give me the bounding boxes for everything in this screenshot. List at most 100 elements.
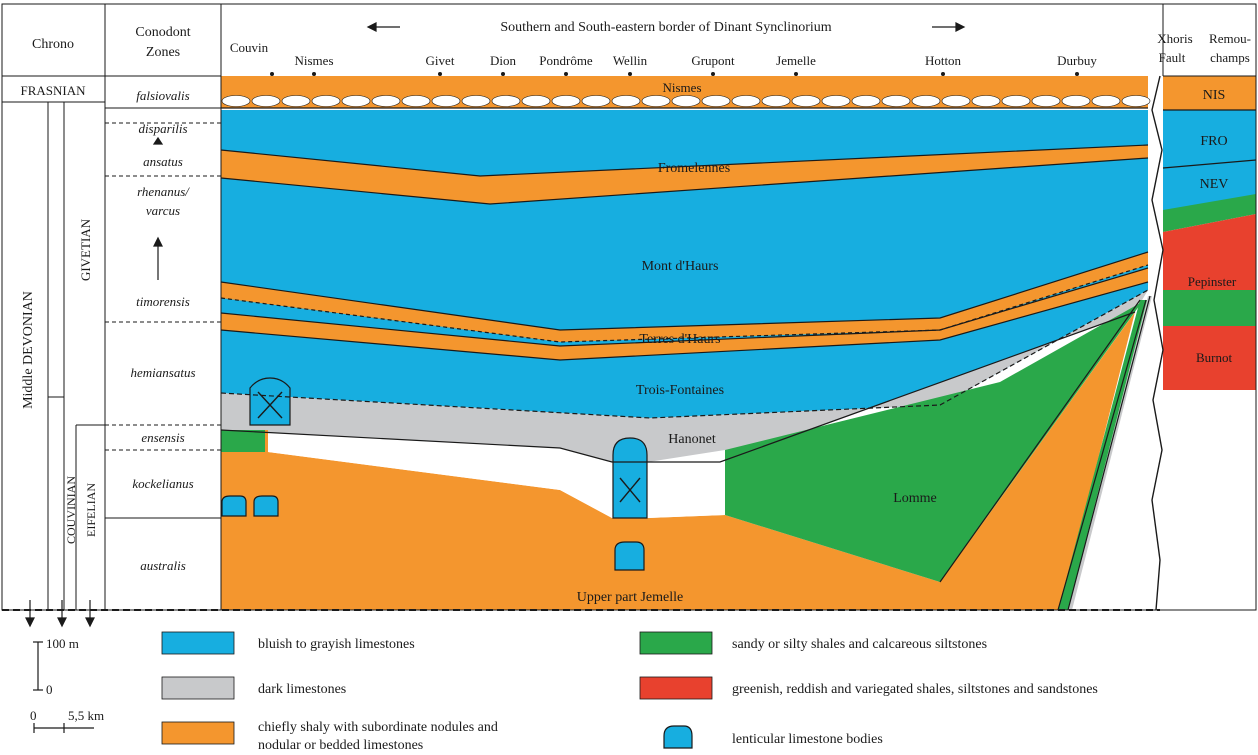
lens-small-3 [614, 541, 645, 571]
nodule [461, 95, 491, 107]
nodule [851, 95, 881, 107]
locality-dot [501, 72, 505, 76]
header-fault: Fault [1159, 50, 1186, 65]
lomme-green-body [725, 302, 1142, 582]
boundary-lines [220, 107, 1151, 611]
locality-label-jemelle: Jemelle [776, 53, 816, 68]
chrono-text: FRASNIAN GIVETIAN Middle DEVONIAN COUVIN… [20, 83, 98, 544]
locality-label-durbuy: Durbuy [1057, 53, 1097, 68]
xhoris-fault-line [1151, 75, 1164, 611]
remou-pepinster-label: Pepinster [1188, 274, 1237, 289]
zone-separators [105, 107, 221, 519]
nodule [341, 95, 371, 107]
nodule [1091, 95, 1121, 107]
nodule [971, 95, 1001, 107]
locality-dot [312, 72, 316, 76]
formation-text: Nismes Fromelennes Mont d'Haurs Terres d… [577, 80, 937, 605]
remou-fro-label: FRO [1200, 134, 1227, 149]
nodule [581, 95, 611, 107]
legend-red-text: greenish, reddish and variegated shales,… [732, 682, 1098, 697]
locality-dot [711, 72, 715, 76]
locality-label-givet: Givet [426, 53, 455, 68]
lens-wellin-x [612, 437, 648, 519]
remou-nev-label: NEV [1200, 177, 1229, 192]
zone-australis: australis [140, 558, 186, 573]
header-border-title: Southern and South-eastern border of Din… [500, 20, 831, 35]
formation-mont-dhaurs: Mont d'Haurs [642, 259, 719, 274]
terres-dhaurs-orange-upper [221, 252, 1148, 342]
zone-falsiovalis: falsiovalis [136, 88, 189, 103]
fromelennes-orange-bed [221, 145, 1148, 204]
nodule [1031, 95, 1061, 107]
locality-dot [270, 72, 274, 76]
line-fromelennes-top [220, 144, 1149, 177]
left-arrow-head [366, 22, 377, 32]
zone-timorensis: timorensis [136, 294, 190, 309]
line-fault-strip [1067, 295, 1151, 611]
nodule [911, 95, 941, 107]
nodule [551, 95, 581, 107]
vscale-label: 100 m [46, 636, 79, 651]
locality-dot [794, 72, 798, 76]
bottom-arrows [25, 600, 95, 628]
locality-label-hotton: Hotton [925, 53, 962, 68]
nodule [791, 95, 821, 107]
nodule [641, 95, 671, 107]
formation-hanonet: Hanonet [668, 432, 716, 447]
zone-kockelianus: kockelianus [132, 476, 193, 491]
legend-swatch-blue [161, 631, 235, 655]
legend-swatch-red [639, 676, 713, 700]
line-terres-4 [220, 281, 1149, 361]
header-champs: champs [1210, 50, 1250, 65]
locality-label-wellin: Wellin [613, 53, 648, 68]
terres-dhaurs-orange-lower [221, 268, 1148, 360]
nodule [611, 95, 641, 107]
remou-line-2 [1162, 159, 1257, 169]
zone-text: falsiovalis disparilis ansatus rhenanus/… [131, 88, 196, 573]
zone-disparilis: disparilis [138, 121, 187, 136]
nodule [761, 95, 791, 107]
legend-orange-text-1: chiefly shaly with subordinate nodules a… [258, 720, 498, 735]
legend-blue-text: bluish to grayish limestones [258, 637, 415, 652]
nodule [701, 95, 731, 107]
arrow-2-head [57, 617, 67, 628]
formation-upper-jemelle: Upper part Jemelle [577, 590, 684, 605]
zone-ensensis: ensensis [141, 430, 184, 445]
nodule [371, 95, 401, 107]
nodule [311, 95, 341, 107]
formation-fromelennes: Fromelennes [658, 161, 730, 176]
nodule [431, 95, 461, 107]
legend-lens-icon [663, 725, 693, 749]
legend-swatch-gray [161, 676, 235, 700]
nodule [731, 95, 761, 107]
remouchamps-text: NIS FRO NEV Pepinster Burnot [1188, 88, 1237, 365]
legend-orange-text-2: nodular or bedded limestones [258, 738, 423, 753]
header-conodont: Conodont [135, 25, 190, 40]
nodule [1061, 95, 1091, 107]
chrono-eifelian: EIFELIAN [84, 483, 98, 537]
hscale-label: 5,5 km [68, 708, 104, 723]
line-fault-strip-2 [1057, 299, 1147, 611]
line-terres-1 [220, 251, 1149, 331]
chrono-givetian: GIVETIAN [78, 218, 93, 281]
zone-ansatus: ansatus [143, 154, 183, 169]
header-zones: Zones [146, 45, 180, 60]
chrono-frasnian: FRASNIAN [20, 83, 86, 98]
arrow-3-head [85, 617, 95, 628]
remou-green-1 [1163, 194, 1256, 232]
locality-label-nismes: Nismes [295, 53, 334, 68]
line-terres-2 [220, 264, 1149, 343]
line-lomme-edge [939, 299, 1141, 583]
legend-green-text: sandy or silty shales and calcareous sil… [732, 637, 987, 652]
zone-arrow-2-head [152, 136, 164, 145]
couvin-green-patch [221, 430, 265, 452]
lens-wellin-x-b [619, 477, 641, 503]
nodule [821, 95, 851, 107]
legend-gray-text: dark limestones [258, 682, 346, 697]
header-remou: Remou- [1209, 31, 1251, 46]
lenticular-bodies [221, 377, 648, 571]
zone-up-arrows [152, 136, 164, 280]
locality-dot [941, 72, 945, 76]
nodule [491, 95, 521, 107]
